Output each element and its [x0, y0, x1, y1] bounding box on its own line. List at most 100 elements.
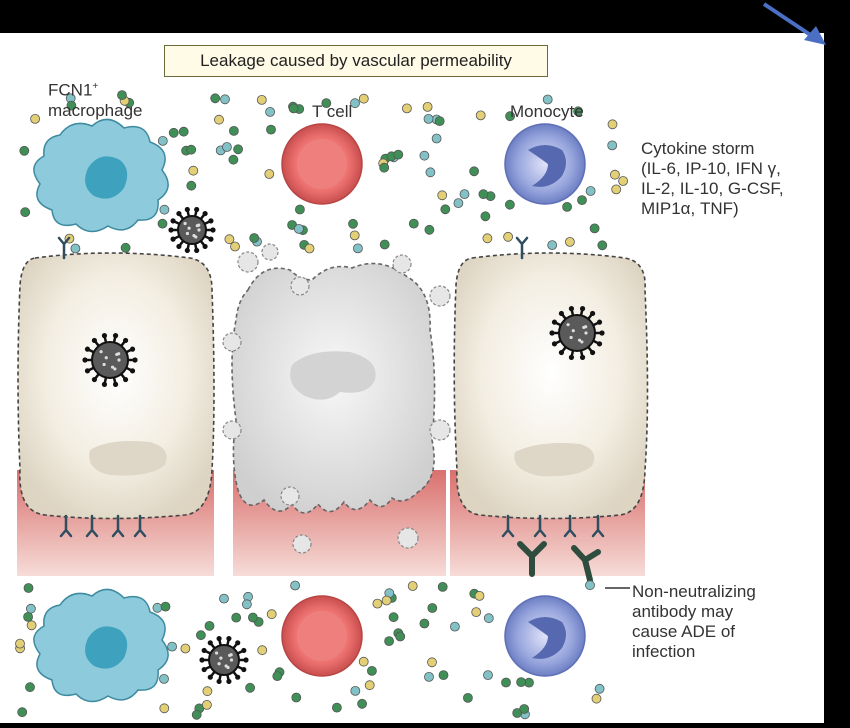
cytokine-dot — [585, 580, 595, 591]
cytokine-dot — [220, 94, 230, 105]
endothelial-cell-right — [453, 252, 649, 520]
cytokine-dot — [230, 241, 240, 252]
cytokine-dot — [577, 195, 587, 206]
cytokine-dot — [266, 609, 277, 620]
cytokine-dot — [358, 93, 369, 104]
cytokine-dot — [589, 223, 600, 234]
virus-icon — [168, 206, 216, 254]
cytokine-dot — [293, 223, 304, 234]
cytokine-dot — [272, 671, 283, 681]
cytokine-dot — [178, 126, 189, 137]
cytokine-dot — [66, 100, 77, 111]
macrophage-nucleus — [85, 156, 128, 199]
cytokine-dot — [348, 218, 358, 229]
damaged-nucleus — [290, 351, 376, 400]
cytokine-dot — [480, 211, 491, 222]
cytokine-dots — [15, 90, 628, 720]
cytokine-dot — [221, 142, 232, 152]
cytokine-dot — [431, 133, 442, 144]
vesicle — [392, 254, 412, 274]
macrophage-label: macrophage — [48, 100, 143, 120]
cytokine-dot — [422, 102, 433, 112]
cytokine-dot — [364, 680, 375, 691]
cytokine-line-4: MIP1α, TNF) — [641, 199, 739, 218]
cytokine-dot — [478, 189, 489, 200]
cytokine-dot — [202, 686, 213, 697]
cytokine-dot — [201, 700, 212, 710]
cytokine-dot — [159, 204, 170, 215]
cytokine-dot — [482, 233, 493, 244]
cytokine-dot — [357, 698, 368, 709]
t-cell-nucleus-bottom — [297, 611, 347, 661]
cytokine-dot — [547, 240, 558, 251]
cytokine-dot — [611, 184, 622, 195]
cytokine-dot — [157, 218, 168, 229]
cytokine-dot — [219, 593, 229, 604]
cytokine-dot — [462, 693, 473, 703]
vesicle — [290, 276, 310, 296]
cytokine-dot — [542, 94, 553, 105]
cytokine-dot — [288, 103, 299, 114]
vesicle — [280, 486, 300, 506]
cytokine-dot — [26, 620, 37, 631]
cytokine-dot — [168, 127, 179, 138]
vesicles-and-receptors — [57, 236, 605, 554]
cytokine-storm-label: Cytokine storm (IL-6, IP-10, IFN γ, IL-2… — [641, 139, 784, 219]
cytokine-dot — [384, 636, 395, 646]
monocyte-nucleus-bottom — [528, 617, 566, 659]
cytokine-dot — [249, 233, 260, 243]
cytokine-dot — [469, 166, 480, 177]
cytokine-dot — [224, 234, 235, 245]
cytokine-dot — [204, 621, 215, 631]
ade-line-4: infection — [632, 642, 696, 661]
monocyte-bottom — [504, 595, 586, 677]
cytokine-dot — [388, 612, 399, 623]
cytokine-dot — [618, 176, 628, 186]
cytokine-dot — [449, 621, 460, 632]
cytokine-dot — [505, 111, 516, 122]
cytokine-dot — [159, 703, 170, 714]
cytokine-dot — [264, 169, 275, 179]
cytokine-dot — [241, 599, 252, 610]
vesicle — [429, 285, 451, 307]
cytokine-dot — [591, 693, 602, 704]
cytokine-dot — [25, 682, 35, 693]
cytokine-dot — [483, 613, 494, 624]
cytokine-dot — [265, 107, 276, 117]
cytokine-dot — [427, 603, 438, 613]
cytokine-dot — [459, 189, 470, 200]
right-black-strip — [824, 0, 850, 723]
cytokine-dot — [20, 207, 31, 218]
cytokine-dot — [585, 186, 596, 196]
cytokine-dot — [358, 656, 369, 667]
t-cell-label: T cell — [312, 102, 353, 121]
ade-line-1: Non-neutralizing — [632, 582, 756, 601]
antibody-receptor — [591, 514, 605, 538]
cytokine-dot — [152, 602, 163, 613]
cytokine-dot — [25, 603, 36, 614]
cytokine-dot — [425, 167, 436, 178]
vesicle — [292, 534, 312, 554]
cytokine-dot — [23, 583, 34, 593]
cytokine-dot — [321, 98, 332, 108]
cytokine-dot — [350, 686, 361, 696]
cytokine-dot — [266, 124, 276, 135]
cytokine-dot — [350, 98, 360, 109]
cytokine-dot — [366, 666, 377, 676]
cytokine-dot — [186, 144, 197, 155]
cytokine-dot — [607, 119, 618, 130]
cytokine-dot — [17, 707, 28, 718]
antibody-receptor — [111, 514, 125, 538]
cytokine-dot — [437, 190, 448, 201]
cytokine-dot — [290, 580, 301, 591]
cytokine-dot — [401, 103, 412, 114]
cytokine-dot — [247, 612, 258, 623]
cytokine-dot — [483, 670, 493, 680]
antibody-receptor — [515, 236, 529, 260]
cytokine-dot — [19, 145, 30, 156]
pointer-arrow-head — [804, 26, 826, 45]
ade-line-2: antibody may — [632, 602, 734, 621]
cytokine-dot — [228, 154, 239, 165]
cytokine-dot — [501, 677, 511, 688]
virus-icon — [549, 306, 605, 360]
